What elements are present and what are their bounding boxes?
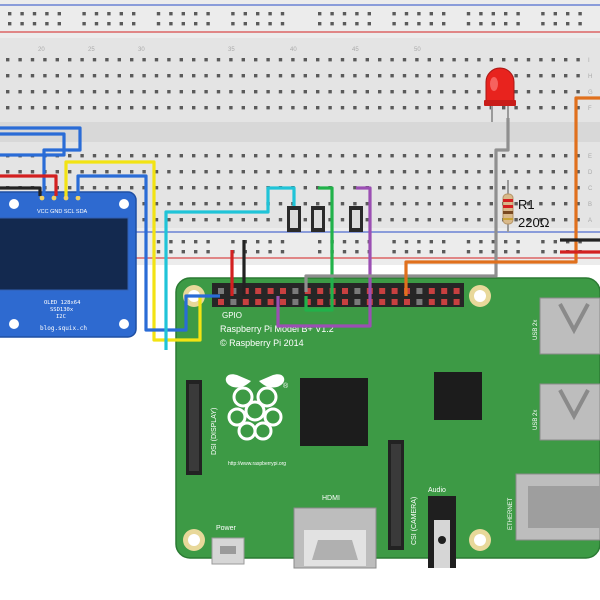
wire-blue	[76, 174, 220, 332]
hdmi-label: HDMI	[322, 495, 340, 502]
pi-copyright-text: © Raspberry Pi 2014	[220, 338, 304, 348]
row-letter: D	[588, 170, 593, 176]
push-buttons	[287, 206, 363, 232]
raspberry-pi-logo	[225, 374, 285, 441]
csi-label: CSI (CAMERA)	[411, 497, 418, 545]
registered-mark: ®	[283, 382, 289, 390]
usb-port-bottom	[539, 383, 600, 441]
hdmi-port	[293, 507, 377, 569]
power-label: Power	[216, 525, 237, 532]
row-letter: B	[588, 202, 592, 208]
ethernet-label: ETHERNET	[508, 497, 514, 530]
led-bulb	[485, 67, 515, 103]
column-number: 50	[414, 47, 421, 53]
power-port	[211, 537, 245, 565]
row-letter: F	[588, 106, 592, 112]
pi-pcb	[175, 277, 600, 559]
gpio-label: GPIO	[222, 311, 242, 320]
lan-chip	[434, 372, 482, 420]
column-number: 35	[228, 47, 235, 53]
row-letter: I	[588, 58, 590, 64]
oled-text: OLED 128x64	[44, 300, 81, 306]
raspberry-pi-board: GPIO Raspberry Pi Model B+ V1.2 © Raspbe…	[175, 277, 600, 569]
row-letter: H	[588, 74, 592, 80]
audio-jack	[428, 496, 456, 568]
row-letter: C	[588, 186, 593, 192]
wire-green	[304, 186, 334, 312]
audio-label: Audio	[428, 487, 446, 494]
row-letter: E	[588, 154, 592, 160]
usb-port-top	[539, 297, 600, 355]
wire-yellow	[64, 160, 202, 342]
wire-black-oled	[0, 186, 42, 196]
row-letter: G	[588, 90, 593, 96]
column-number: 20	[38, 47, 45, 53]
column-number: 30	[138, 47, 145, 53]
usb-label-top: USB 2x	[533, 320, 539, 340]
pi-model-text: Raspberry Pi Model B+ V1.2	[220, 324, 334, 334]
wire-blue-short	[0, 132, 66, 157]
wire-blue-upper	[0, 126, 82, 196]
wires	[0, 96, 600, 350]
oled-text: I2C	[56, 314, 66, 320]
push-button-1	[287, 206, 301, 232]
oled-screen	[0, 217, 129, 291]
row-letter: A	[588, 218, 592, 224]
dsi-label: DSI (DISPLAY)	[211, 408, 218, 455]
oled-display-module: VCC GND SCL SDA OLED 128x64 SSD130x I2C …	[0, 191, 137, 338]
push-button-2	[311, 206, 325, 232]
resistor-r1: R1 220Ω	[502, 180, 550, 232]
pi-url: http://www.raspberrypi.org	[228, 461, 286, 467]
resistor-value: 220Ω	[518, 215, 550, 230]
wire-cyan	[164, 186, 296, 350]
push-button-3	[349, 206, 363, 232]
wire-orange	[404, 96, 600, 296]
wire-purple	[276, 186, 372, 328]
center-channel	[0, 122, 600, 142]
oled-pin-labels: VCC GND SCL SDA	[37, 209, 88, 215]
usb-label-bottom: USB 2x	[533, 410, 539, 430]
oled-text: blog.squix.ch	[40, 325, 87, 332]
column-number: 45	[352, 47, 359, 53]
ethernet-port	[515, 473, 600, 541]
soc-chip	[300, 378, 368, 446]
gpio-header	[212, 283, 464, 307]
column-number: 40	[290, 47, 297, 53]
resistor-ref: R1	[518, 197, 535, 212]
wire-gray	[304, 118, 510, 292]
wire-red-oled	[0, 174, 58, 196]
oled-text: SSD130x	[50, 307, 74, 313]
column-number: 25	[88, 47, 95, 53]
red-led	[484, 67, 516, 122]
